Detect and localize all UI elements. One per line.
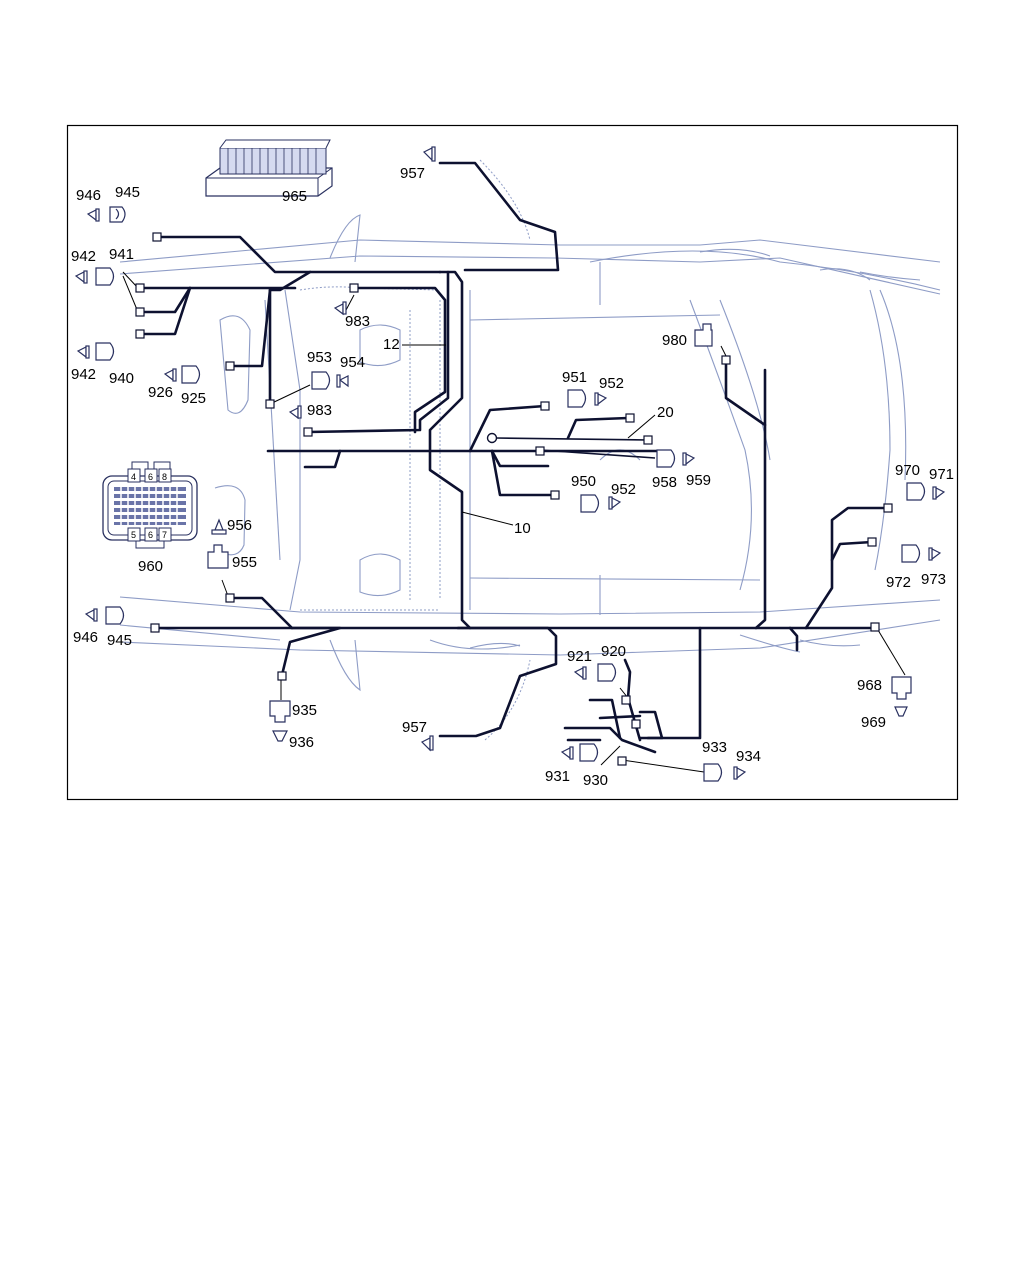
callout-945-bot: 945 (107, 632, 132, 649)
plug-957-top (422, 146, 436, 162)
plug-956 (211, 518, 227, 535)
connector-941 (95, 267, 115, 286)
connector-935 (269, 700, 291, 723)
callout-970: 970 (895, 462, 920, 479)
callout-940: 940 (109, 370, 134, 387)
plug-971 (932, 486, 946, 500)
fuse-label-5: 5 (131, 530, 136, 540)
connector-950 (580, 494, 600, 513)
connector-945-top (109, 206, 126, 223)
connector-980 (694, 323, 713, 347)
plug-946-bot (84, 608, 98, 622)
connector-972 (901, 544, 921, 563)
connector-970 (906, 482, 926, 501)
callout-934: 934 (736, 748, 761, 765)
callout-959: 959 (686, 472, 711, 489)
fuse-label-7: 7 (162, 530, 167, 540)
plug-936 (272, 730, 288, 742)
callout-980: 980 (662, 332, 687, 349)
callout-969: 969 (861, 714, 886, 731)
diagram-border (66, 124, 959, 801)
callout-942-b: 942 (71, 366, 96, 383)
connector-920 (597, 663, 617, 682)
connector-958 (656, 449, 676, 468)
callout-972: 972 (886, 574, 911, 591)
plug-969 (894, 706, 908, 717)
callout-973: 973 (921, 571, 946, 588)
callout-956: 956 (227, 517, 252, 534)
callout-983-b: 983 (307, 402, 332, 419)
callout-951: 951 (562, 369, 587, 386)
callout-958: 958 (652, 474, 677, 491)
fuse-label-8: 8 (162, 472, 167, 482)
callout-936: 936 (289, 734, 314, 751)
callout-954: 954 (340, 354, 365, 371)
plug-952-a (594, 392, 608, 406)
callout-931: 931 (545, 768, 570, 785)
plug-952-b (608, 496, 622, 510)
callout-957-top: 957 (400, 165, 425, 182)
plug-942-a (74, 270, 88, 284)
callout-945-top: 945 (115, 184, 140, 201)
connector-951 (567, 389, 587, 408)
callout-953: 953 (307, 349, 332, 366)
callout-933: 933 (702, 739, 727, 756)
plug-942-b (76, 345, 90, 359)
callout-935: 935 (292, 702, 317, 719)
plug-926 (163, 368, 177, 382)
harness-tabs (135, 232, 893, 766)
callout-957-bot: 957 (402, 719, 427, 736)
relay-block-965 (205, 139, 333, 197)
fuse-label-6-top: 6 (148, 472, 153, 482)
plug-931 (560, 746, 574, 760)
callout-952-b: 952 (611, 481, 636, 498)
callout-926: 926 (148, 384, 173, 401)
callout-920: 920 (601, 643, 626, 660)
callout-10: 10 (514, 520, 531, 537)
connector-968 (891, 676, 912, 700)
fuse-label-4: 4 (131, 472, 136, 482)
plug-954 (336, 374, 349, 388)
callout-950: 950 (571, 473, 596, 490)
plug-934 (733, 766, 747, 780)
callout-925: 925 (181, 390, 206, 407)
connector-955 (207, 544, 229, 569)
callout-942-a: 942 (71, 248, 96, 265)
connector-930 (579, 743, 599, 762)
plug-957-bot (420, 735, 434, 752)
leader-lines (122, 271, 906, 773)
fuse-box-960: 4 6 8 5 6 7 (102, 461, 198, 549)
callout-968: 968 (857, 677, 882, 694)
connector-945-bot (105, 606, 125, 625)
callout-12: 12 (383, 336, 400, 353)
plug-973 (928, 547, 942, 561)
connector-925 (181, 365, 201, 384)
callout-921: 921 (567, 648, 592, 665)
wiring-harness (136, 161, 890, 754)
connector-940 (95, 342, 115, 361)
plug-983-a (333, 301, 347, 316)
callout-946-top: 946 (76, 187, 101, 204)
plug-959 (682, 452, 696, 466)
callout-960: 960 (138, 558, 163, 575)
callout-20: 20 (657, 404, 674, 421)
callout-labels: 965 957 946 945 942 941 942 940 926 925 … (71, 165, 954, 789)
fuse-label-6-bot: 6 (148, 530, 153, 540)
plug-921 (573, 666, 587, 680)
connector-953 (311, 371, 331, 390)
callout-971: 971 (929, 466, 954, 483)
callout-983-a: 983 (345, 313, 370, 330)
plug-946-top (86, 208, 100, 222)
callout-952-a: 952 (599, 375, 624, 392)
callout-930: 930 (583, 772, 608, 789)
callout-955: 955 (232, 554, 257, 571)
callout-965: 965 (282, 188, 307, 205)
callout-946-bot: 946 (73, 629, 98, 646)
callout-941: 941 (109, 246, 134, 263)
connector-933 (703, 763, 723, 782)
plug-983-b (288, 405, 302, 420)
